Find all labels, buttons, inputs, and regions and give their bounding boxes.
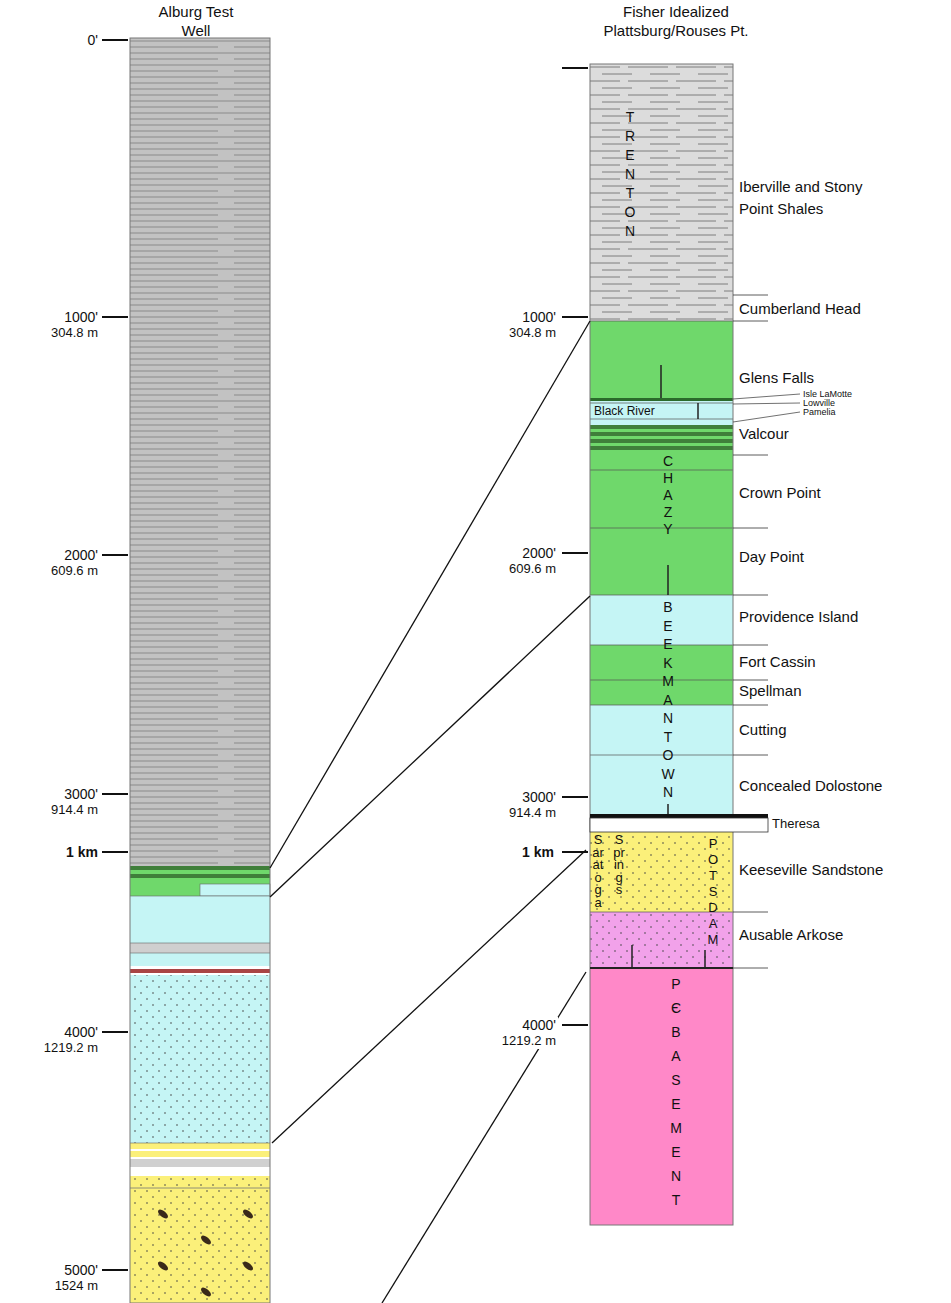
depth-label: 914.4 m bbox=[507, 805, 558, 821]
unit-label: Theresa bbox=[772, 816, 820, 832]
unit-label: Providence Island bbox=[739, 608, 858, 626]
depth-label: 3000' bbox=[62, 786, 100, 802]
depth-label: 1000' bbox=[62, 309, 100, 325]
pebble-symbols bbox=[156, 1208, 254, 1298]
unit-label: Iberville and Stony Point Shales bbox=[739, 176, 889, 220]
group-label: Springs bbox=[613, 834, 626, 897]
depth-label: 1524 m bbox=[53, 1278, 100, 1294]
unit-label: Black River bbox=[594, 404, 655, 418]
group-label: Saratoga bbox=[592, 834, 605, 909]
column-title: Alburg Test Well bbox=[149, 2, 244, 40]
depth-label: 914.4 m bbox=[49, 802, 100, 818]
depth-label: 0' bbox=[86, 32, 100, 48]
unit-label: Lowville bbox=[803, 398, 835, 408]
depth-label: 4000' bbox=[520, 1017, 558, 1033]
depth-label: 4000' bbox=[62, 1024, 100, 1040]
column-title: Fisher Idealized Plattsburg/Rouses Pt. bbox=[584, 2, 769, 40]
depth-label: 2000' bbox=[62, 547, 100, 563]
unit-label: Cutting bbox=[739, 721, 787, 739]
unit-label: Ausable Arkose bbox=[739, 926, 843, 944]
depth-label: 1 km bbox=[64, 844, 100, 860]
unit-label: Fort Cassin bbox=[739, 653, 816, 671]
depth-label: 609.6 m bbox=[507, 561, 558, 577]
depth-ticks bbox=[102, 40, 588, 1270]
unit-label: Pamelia bbox=[803, 407, 836, 417]
depth-label: 304.8 m bbox=[49, 325, 100, 341]
leader-lines bbox=[733, 394, 800, 422]
depth-label: 5000' bbox=[62, 1262, 100, 1278]
depth-label: 1 km bbox=[520, 844, 556, 860]
depth-label: 1000' bbox=[520, 309, 558, 325]
unit-label: Cumberland Head bbox=[739, 300, 861, 318]
idealized-column bbox=[590, 64, 800, 1225]
unit-label: Spellman bbox=[739, 682, 802, 700]
group-label: TRENTON bbox=[623, 108, 637, 241]
group-bars bbox=[632, 365, 705, 968]
unit-label: Valcour bbox=[739, 425, 789, 443]
group-label: POTSDAM bbox=[707, 836, 720, 948]
depth-label: 3000' bbox=[520, 789, 558, 805]
unit-label: Crown Point bbox=[739, 484, 821, 502]
unit-label: Isle LaMotte bbox=[803, 389, 852, 399]
depth-label: 2000' bbox=[520, 545, 558, 561]
unit-label: Concealed Dolostone bbox=[739, 777, 882, 795]
unit-label: Day Point bbox=[739, 548, 804, 566]
depth-label: 304.8 m bbox=[507, 325, 558, 341]
unit-label: Glens Falls bbox=[739, 369, 814, 387]
well-column bbox=[130, 38, 270, 1303]
depth-label: 1219.2 m bbox=[42, 1040, 100, 1056]
group-label: CHAZY bbox=[661, 453, 675, 538]
depth-label: 1219.2 m bbox=[500, 1033, 558, 1049]
unit-label: Keeseville Sandstone bbox=[739, 861, 883, 879]
depth-label: 609.6 m bbox=[49, 563, 100, 579]
correlation-lines bbox=[270, 321, 590, 1303]
group-label: PЄ BASEMENT bbox=[669, 972, 683, 1212]
group-label: BEEKMANTOWN bbox=[661, 598, 675, 802]
